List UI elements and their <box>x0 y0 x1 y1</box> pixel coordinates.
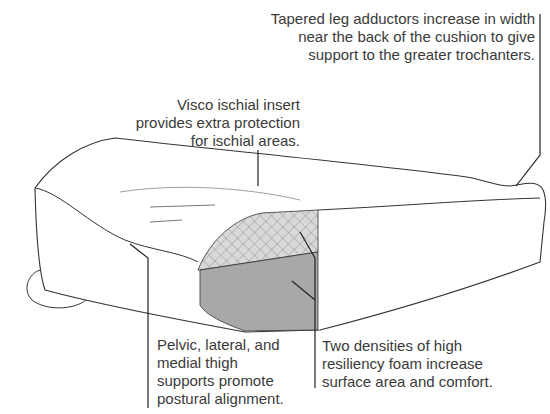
callout-text: Visco ischial insert provides extra prot… <box>122 96 300 150</box>
callout-text: Pelvic, lateral, and medial thigh suppor… <box>157 336 287 408</box>
callout-text: Two densities of high resiliency foam in… <box>322 337 502 391</box>
callout-text: Tapered leg adductors increase in width … <box>255 10 535 64</box>
